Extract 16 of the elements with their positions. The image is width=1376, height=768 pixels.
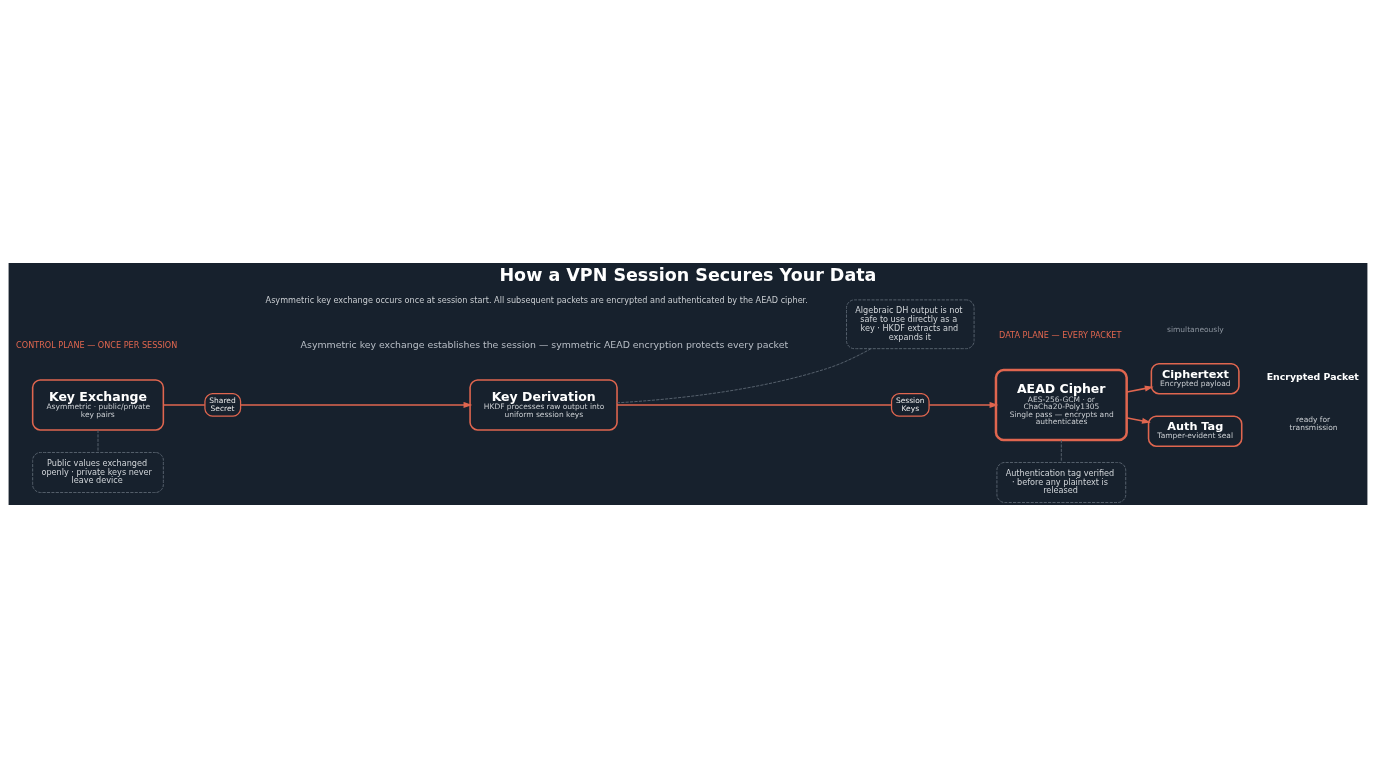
arrow [240, 401, 473, 408]
connector [616, 404, 893, 406]
label: Encrypted Packet [1266, 371, 1359, 383]
diagram-title: How a VPN Session Secures Your Data [499, 265, 877, 286]
label: CONTROL PLANE — ONCE PER SESSION [16, 340, 178, 351]
label: DATA PLANE — EVERY PACKET [999, 330, 1122, 341]
caption: Asymmetric key exchange occurs once at session start. All subsequent packets are encrypted and authenticated by the AEAD cipher. [265, 295, 808, 306]
connector [1060, 439, 1062, 463]
node-box: Authentication tag verified · before any plaintext is released [996, 462, 1127, 503]
node-box: Algebraic DH output is not safe to use directly as a key · HKDF extracts and expands it [846, 299, 975, 350]
arrow [1125, 385, 1154, 393]
connector [162, 404, 206, 406]
arrow [928, 401, 999, 408]
connector [616, 348, 872, 404]
node-box: Public values exchanged openly · private keys never leave device [32, 452, 164, 493]
label: Asymmetric key exchange establishes the session — symmetric AEAD encryption protects every packet [300, 339, 789, 351]
